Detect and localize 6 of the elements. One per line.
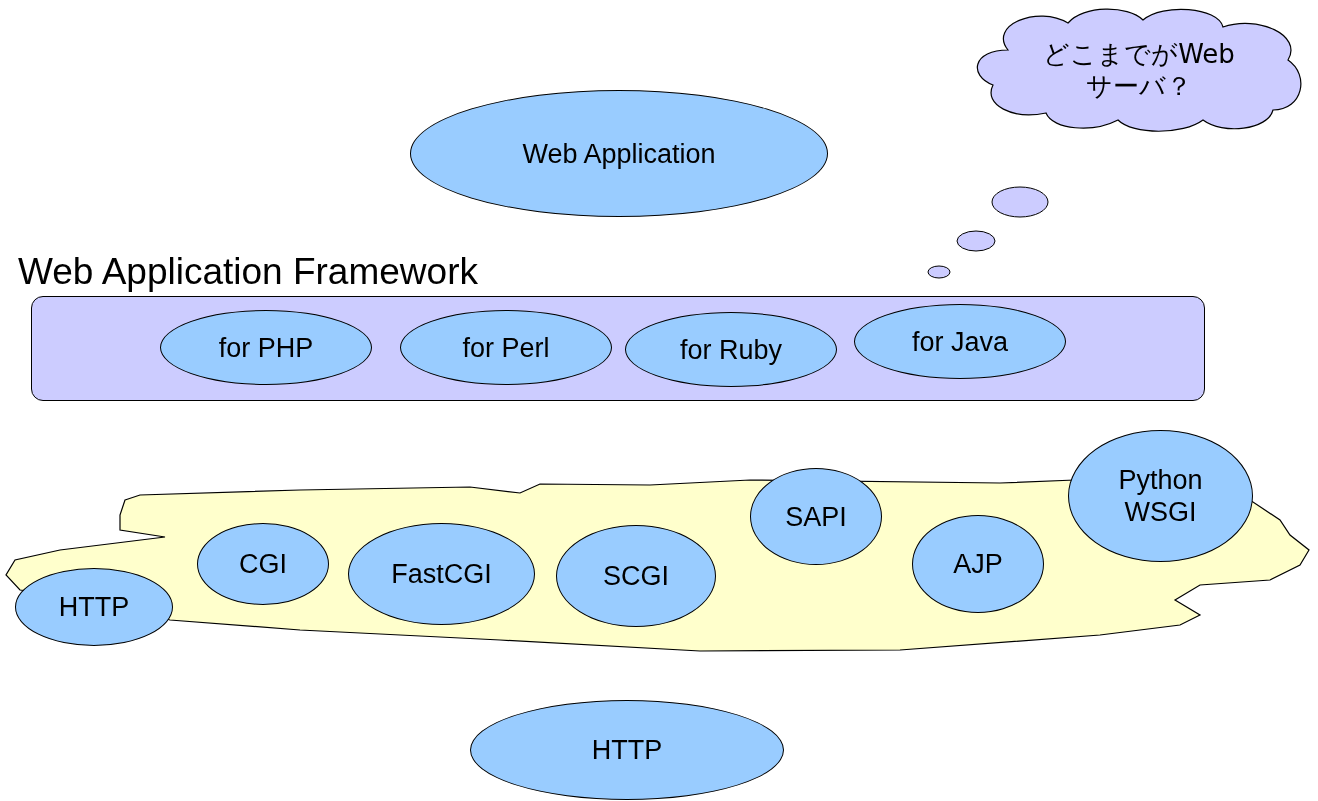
ellipse-node: HTTP [15,568,173,646]
ellipse-node: Python WSGI [1068,430,1253,562]
ellipse-node: HTTP [470,700,784,800]
ellipse-node: Web Application [410,90,828,217]
framework-heading: Web Application Framework [18,250,478,294]
cloud-text: どこまでがWebサーバ？ [1042,37,1236,103]
